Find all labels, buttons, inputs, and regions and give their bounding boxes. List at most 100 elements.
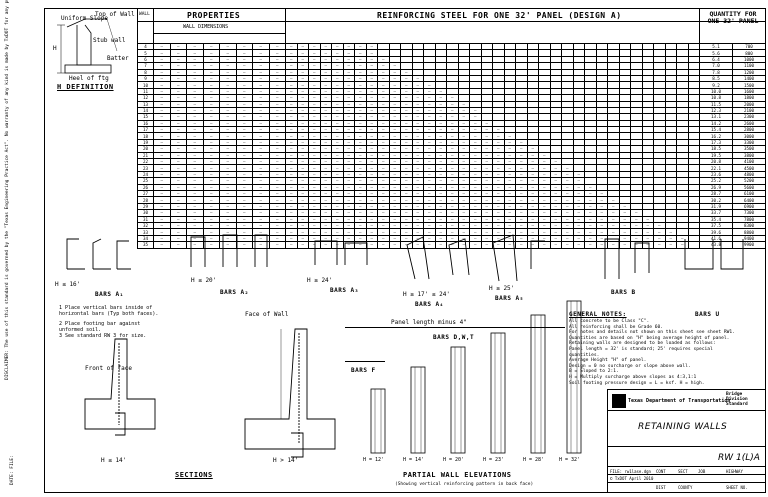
table-cell	[664, 100, 677, 108]
highway-label: HIGHWAY	[726, 469, 743, 474]
bar-shapes-drawing	[66, 234, 744, 282]
table-cell	[515, 87, 528, 96]
table-cell	[676, 106, 689, 115]
table-row: 31––––––––––––––––––––––––––––––––––––––…	[137, 215, 766, 223]
table-cell	[526, 81, 539, 89]
h-definition-title: H DEFINITION	[57, 83, 114, 91]
table-cell	[526, 87, 539, 96]
quantity-header: QUANTITY FOR ONE 32' PANEL	[707, 10, 759, 25]
table-cell	[641, 113, 654, 121]
general-note-line: Soil footing pressure design = L = ksf. …	[569, 380, 705, 386]
cont-label: CONT	[656, 469, 666, 474]
date-file-label: DATE: FILE:	[10, 455, 15, 485]
table-cell	[676, 68, 689, 76]
table-cell	[584, 74, 597, 83]
general-note-line: All reinforcing shall be Grade 60.	[569, 324, 664, 330]
table-cell: 9	[137, 74, 154, 83]
general-notes-body: All concrete to be Class "C".All reinfor…	[569, 319, 765, 386]
table-cell	[630, 119, 643, 128]
sect-label: SECT	[678, 469, 688, 474]
panel-length-label: Panel length minus 4"	[391, 319, 467, 326]
table-cell	[595, 74, 608, 83]
table-cell	[664, 74, 677, 83]
table-cell	[641, 62, 654, 70]
county-label: COUNTY	[678, 485, 693, 490]
table-cell	[538, 100, 551, 108]
table-cell	[630, 100, 643, 108]
table-cell	[561, 74, 574, 83]
table-cell	[526, 113, 539, 121]
front-face-label: Front of face	[85, 365, 132, 372]
table-cell	[549, 100, 562, 108]
table-cell	[584, 62, 597, 70]
table-cell	[630, 113, 643, 121]
table-cell: 14	[137, 106, 154, 115]
bars-a4-h17-24: H ≥ 17' ≤ 24'	[403, 291, 450, 298]
table-cell	[503, 68, 516, 76]
bars-a2-h20: H ≤ 20'	[191, 277, 217, 284]
table-cell	[607, 62, 620, 70]
table-cell	[641, 87, 654, 96]
table-cell	[584, 68, 597, 76]
table-cell: –	[268, 94, 286, 102]
table-cell: –	[595, 241, 608, 249]
table-cell: 2600	[732, 119, 766, 128]
elevation-h-label: H = 23'	[483, 457, 505, 463]
elevation-h-label: H = 32'	[559, 457, 581, 463]
table-cell: –	[607, 241, 620, 249]
table-cell	[538, 113, 551, 121]
table-cell	[503, 113, 516, 121]
note-1: 1 Place vertical bars inside of horizont…	[59, 305, 159, 317]
general-note-line: Design = 0 no surcharge or slope above w…	[569, 363, 691, 369]
general-note-line: H = Multiply surcharge above slopes as 4…	[569, 374, 697, 380]
table-cell	[561, 68, 574, 76]
table-cell	[595, 106, 608, 115]
table-cell	[572, 119, 585, 128]
table-cell: –	[503, 241, 516, 249]
table-cell	[653, 119, 666, 128]
table-cell	[584, 113, 597, 121]
table-cell	[664, 62, 677, 70]
table-cell	[526, 119, 539, 128]
table-cell: 9900	[732, 241, 766, 249]
table-cell	[503, 100, 516, 108]
table-cell	[526, 106, 539, 115]
table-cell	[595, 68, 608, 76]
table-cell: 11	[137, 87, 154, 96]
table-cell	[607, 100, 620, 108]
table-cell	[595, 94, 608, 102]
bars-a3-h24: H ≥ 24'	[307, 277, 333, 284]
table-cell: –	[664, 241, 677, 249]
table-cell	[595, 62, 608, 70]
elevation-h-labels: H = 12'H = 14'H = 20'H = 23'H = 28'H = 3…	[355, 457, 585, 465]
table-cell	[549, 62, 562, 70]
stub-wall-label: Stub wall	[93, 37, 126, 44]
table-cell	[572, 74, 585, 83]
table-cell	[607, 94, 620, 102]
table-cell: –	[268, 106, 286, 115]
table-row: 30––––––––––––––––––––––––––––––––––––––…	[137, 209, 766, 217]
bars-a5-h25: H ≥ 25'	[489, 285, 515, 292]
table-cell	[630, 68, 643, 76]
table-cell	[549, 74, 562, 83]
heel-of-ftg-label: Heel of ftg	[69, 75, 109, 82]
txdot-date: © TxDOT April 2010	[610, 476, 654, 481]
table-cell: –	[268, 119, 286, 128]
table-cell	[653, 62, 666, 70]
table-cell	[595, 119, 608, 128]
table-cell	[584, 100, 597, 108]
table-cell	[526, 100, 539, 108]
table-cell	[664, 81, 677, 89]
section-right-h: H > 14'	[273, 457, 299, 464]
table-cell	[641, 68, 654, 76]
table-cell	[607, 119, 620, 128]
table-cell	[676, 119, 689, 128]
reinforcing-table: WALL PROPERTIES WALL DIMENSIONS REINFORC…	[137, 9, 766, 249]
table-cell: –	[526, 241, 539, 249]
general-note-line: B = Sloped to 2:1.	[569, 369, 619, 375]
table-cell	[515, 62, 528, 70]
wall-column-header: WALL	[139, 12, 150, 17]
table-cell	[549, 81, 562, 89]
table-cell	[561, 87, 574, 96]
